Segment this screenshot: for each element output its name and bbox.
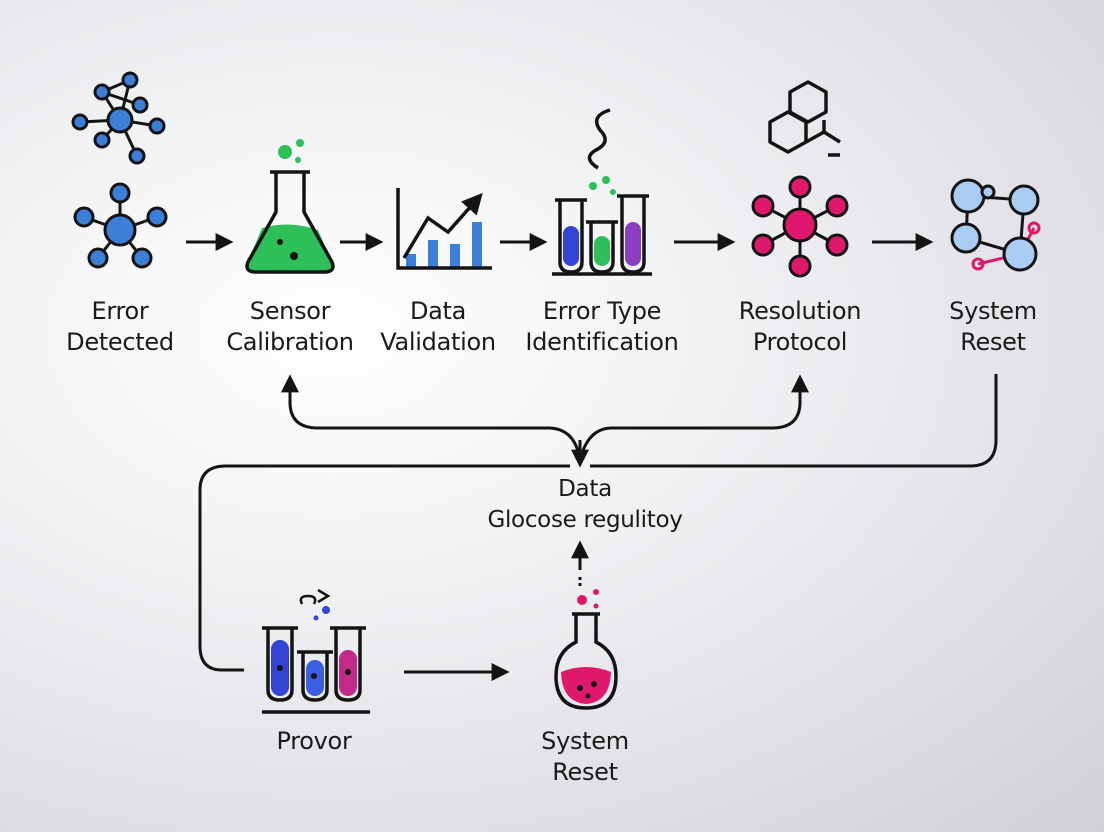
molecule-icon-magenta [751, 175, 849, 278]
network-nodes-icon [950, 178, 1041, 272]
test-tubes-icon-bottom [262, 588, 370, 714]
benzene-ring-icon [768, 80, 841, 157]
flask-icon [245, 139, 335, 274]
bottom-label-provor: Provor [276, 727, 352, 755]
molecule-network-icon-top [71, 71, 166, 165]
test-tubes-icon [552, 108, 652, 276]
molecule-icon [73, 182, 168, 269]
bar-chart-icon [396, 188, 492, 270]
round-flask-icon [554, 589, 618, 710]
feedback-connectors [198, 374, 998, 681]
